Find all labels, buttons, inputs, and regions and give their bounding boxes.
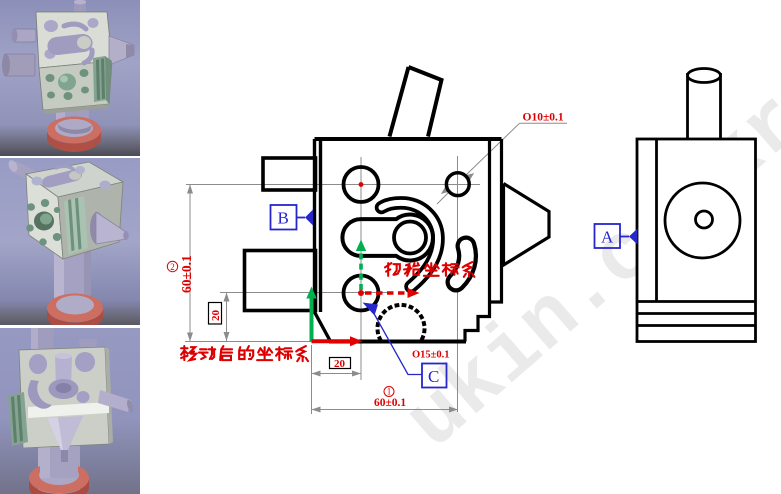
svg-text:O15±0.1: O15±0.1	[412, 350, 450, 361]
svg-text:1: 1	[387, 387, 392, 397]
svg-text:20: 20	[334, 358, 346, 370]
svg-text:2: 2	[170, 262, 175, 272]
svg-text:O10±0.1: O10±0.1	[523, 112, 564, 124]
svg-text:A: A	[601, 228, 614, 247]
svg-text:60±0.1: 60±0.1	[179, 255, 194, 293]
svg-text:20: 20	[210, 310, 222, 322]
svg-text:60±0.1: 60±0.1	[374, 397, 406, 409]
svg-text:C: C	[428, 367, 439, 386]
svg-text:B: B	[278, 209, 289, 228]
